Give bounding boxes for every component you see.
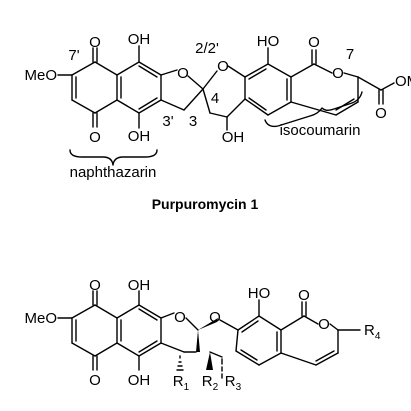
atom-hydroxy-top: HO [257,33,280,50]
analog-oh-bottom: OH [128,372,151,389]
atom-oh-bottom: OH [128,128,151,145]
position-7: 7 [346,46,354,63]
label-naphthazarin: naphthazarin [70,164,157,181]
position-2-2prime: 2/2' [195,40,219,57]
analog-o-lactone-carbonyl: O [298,287,310,304]
atom-o-furan: O [177,65,189,82]
position-3prime: 3' [162,113,173,130]
wedge-r2-bond [206,352,213,370]
atom-methoxy: MeO [24,67,57,84]
naphthazarin-brace [69,149,158,166]
isocoumarin-brace [264,91,363,128]
substituent-r3: R3 [225,373,242,393]
atom-oh-top: OH [128,31,151,48]
position-4: 4 [211,90,219,107]
label-isocoumarin: isocoumarin [280,122,361,139]
analog-o-lactone-ring: O [318,316,330,333]
substituent-r1: R1 [173,373,190,393]
purpuromycin-bonds [57,45,395,131]
analog-methoxy: MeO [24,310,57,327]
analog-structure: O O OH OH MeO O O HO O O R1 R2 R3 R4 [24,277,380,393]
analog-oh-top: OH [128,277,151,294]
atom-ome-ester: OMe [395,73,411,90]
atom-o-pyran: O [217,58,229,75]
atom-oh-c4: OH [222,129,245,146]
analog-bonds [57,290,361,379]
analog-o-quinone-top: O [89,277,101,294]
atom-o-lactone-ring: O [332,65,344,82]
purpuromycin-structure: O O OH OH MeO O O HO O O OMe O OH 7' 2/2… [24,31,411,212]
atom-o-quinone-top: O [89,34,101,51]
hash-r1-bond [176,355,184,371]
caption-purpuromycin: Purpuromycin 1 [152,196,259,212]
substituent-r2: R2 [202,373,219,393]
wedge-pyran-o-bond [198,318,218,330]
substituent-r4: R4 [364,322,381,342]
analog-o-pyran: O [209,309,221,326]
atom-o-quinone-bottom: O [89,129,101,146]
analog-o-quinone-bottom: O [89,372,101,389]
atom-o-ester-carbonyl: O [375,105,387,122]
analog-hydroxy-top: HO [248,285,271,302]
analog-o-furan: O [174,309,186,326]
position-7prime: 7' [68,47,79,64]
wedge-spiro-bond [196,330,200,352]
position-3: 3 [189,113,197,130]
atom-o-lactone-carbonyl: O [308,34,320,51]
